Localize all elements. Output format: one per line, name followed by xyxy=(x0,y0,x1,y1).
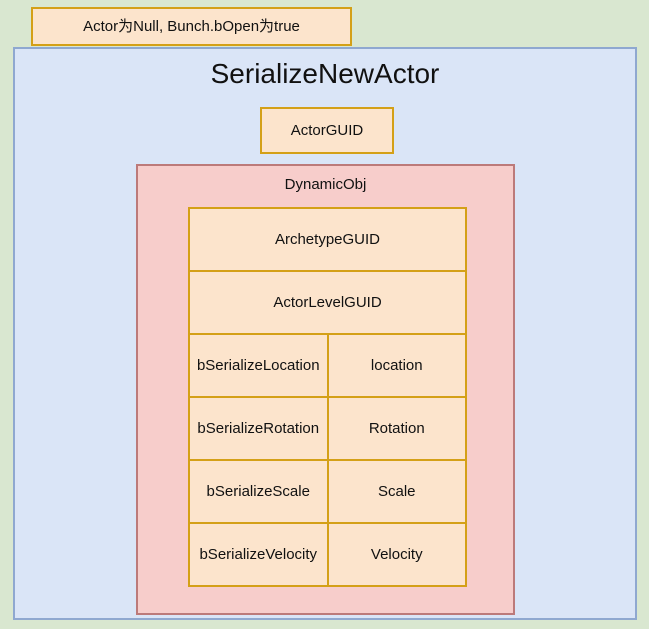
field-flag-cell: bSerializeRotation xyxy=(188,396,329,461)
field-value-cell: Scale xyxy=(326,459,467,524)
table-row: ActorLevelGUID xyxy=(188,270,467,335)
field-flag-cell: bSerializeScale xyxy=(188,459,329,524)
condition-banner-label: Actor为Null, Bunch.bOpen为true xyxy=(83,18,300,35)
dynamic-obj-title: DynamicObj xyxy=(284,176,367,193)
field-value-cell: Velocity xyxy=(326,522,467,587)
condition-banner: Actor为Null, Bunch.bOpen为true xyxy=(31,7,352,46)
field-cell: ActorLevelGUID xyxy=(188,270,467,335)
actor-guid-field: ActorGUID xyxy=(260,107,394,154)
field-cell: ArchetypeGUID xyxy=(188,207,467,272)
field-value-cell: Rotation xyxy=(326,396,467,461)
actor-guid-label: ActorGUID xyxy=(290,122,364,139)
field-value-cell: location xyxy=(326,333,467,398)
field-flag-cell: bSerializeLocation xyxy=(188,333,329,398)
serialize-new-actor-panel: SerializeNewActor ActorGUID DynamicObj A… xyxy=(13,47,637,620)
field-flag-cell: bSerializeVelocity xyxy=(188,522,329,587)
table-row: ArchetypeGUID xyxy=(188,207,467,272)
page-title: SerializeNewActor xyxy=(210,58,440,89)
